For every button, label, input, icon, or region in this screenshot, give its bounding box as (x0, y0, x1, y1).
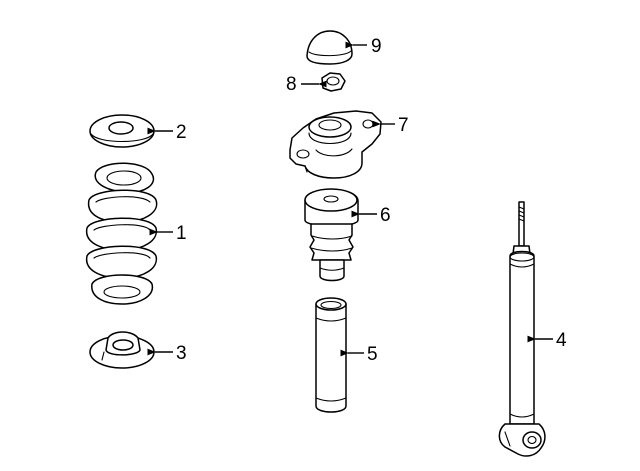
callout-9-label: 9 (371, 36, 382, 57)
callout-3-label: 3 (176, 343, 187, 364)
callout-5: 5 (340, 344, 378, 365)
callout-9: 9 (345, 36, 382, 57)
callout-2: 2 (147, 122, 187, 143)
bump-stop-part (304, 188, 359, 282)
callout-6-label: 6 (380, 205, 391, 226)
callout-7-label: 7 (398, 115, 409, 136)
upper-mount-part (289, 110, 382, 179)
coil-spring-part (85, 162, 158, 305)
callout-7: 7 (372, 115, 409, 136)
lower-spring-seat-part (89, 331, 155, 369)
callout-2-label: 2 (176, 122, 187, 143)
callout-4: 4 (527, 330, 567, 351)
callout-4-label: 4 (556, 330, 567, 351)
dust-boot-part (315, 297, 347, 413)
callout-8: 8 (286, 74, 327, 95)
nut-part (321, 72, 346, 92)
shock-absorber-part (498, 201, 546, 457)
cap-part (306, 30, 353, 65)
callout-3: 3 (147, 343, 187, 364)
callout-5-label: 5 (367, 344, 378, 365)
upper-spring-seat-part (89, 114, 155, 148)
callout-1: 1 (149, 223, 187, 244)
callout-6: 6 (351, 205, 391, 226)
callout-8-label: 8 (286, 74, 297, 95)
callout-1-label: 1 (176, 223, 187, 244)
